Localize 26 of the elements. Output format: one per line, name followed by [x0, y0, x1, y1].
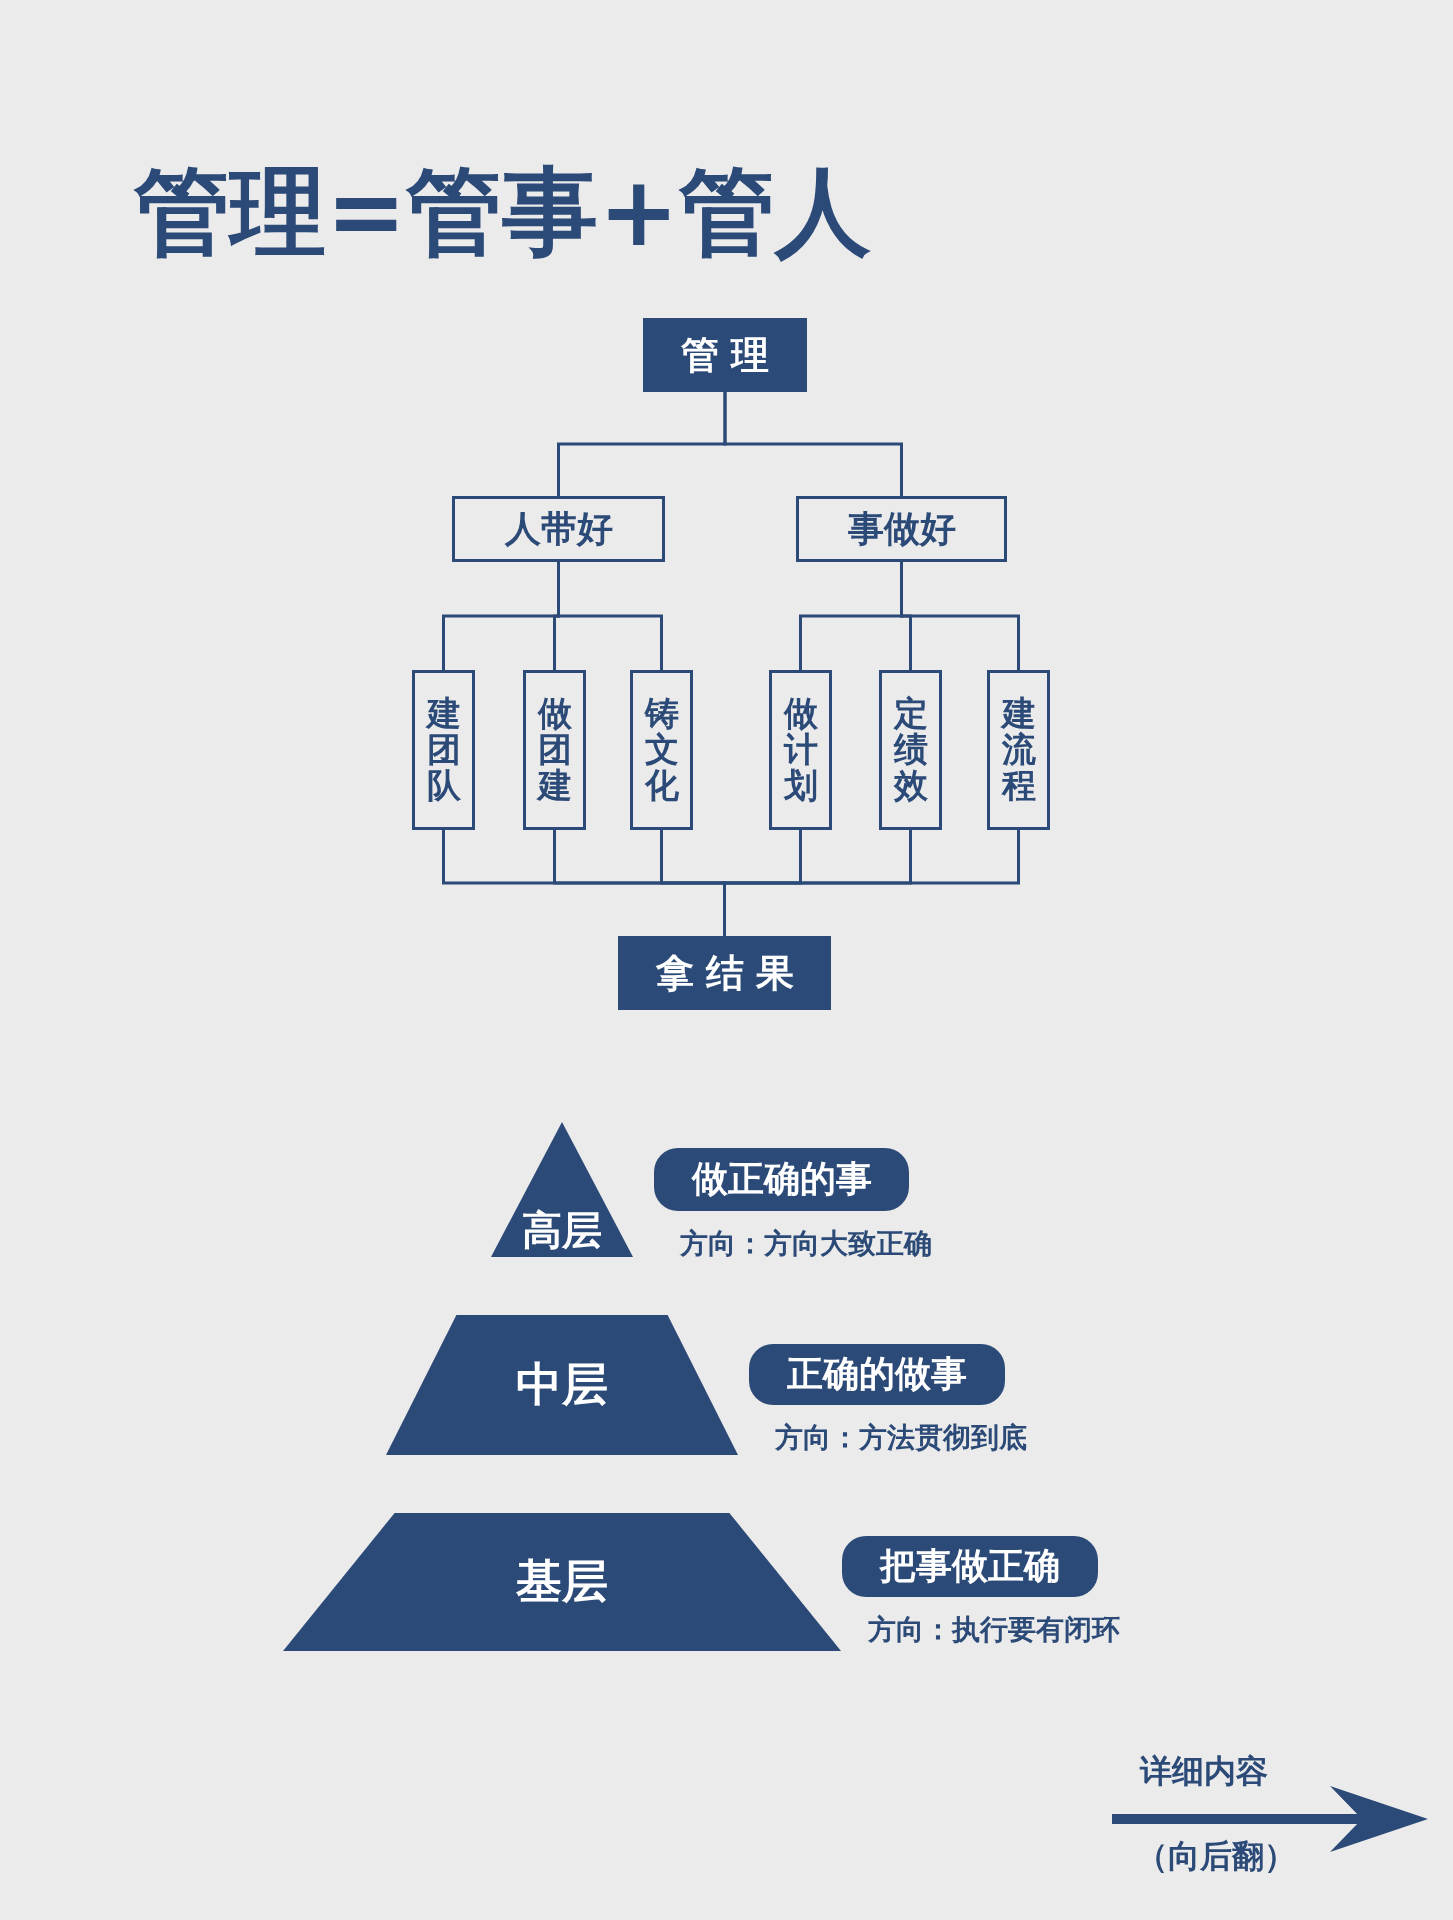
category-box: 人带好 [452, 496, 665, 562]
pyramid-tier: 中层 [386, 1315, 738, 1455]
connector-line [723, 392, 903, 496]
caption-text: 方向：方法贯彻到底 [775, 1420, 1027, 1456]
title-box: 管理 [643, 318, 807, 392]
category-box: 事做好 [796, 496, 1007, 562]
note-text: （向后翻） [1136, 1836, 1296, 1877]
connector-line [900, 562, 1020, 670]
pill-label: 做正确的事 [654, 1148, 909, 1211]
task-box: 定绩效 [879, 670, 942, 830]
pyramid-tier: 高层 [491, 1122, 633, 1257]
pill-label: 把事做正确 [842, 1536, 1098, 1597]
pyramid-tier: 基层 [283, 1513, 841, 1651]
connector-line [723, 830, 1020, 936]
caption-text: 方向：执行要有闭环 [868, 1612, 1120, 1648]
task-box: 铸文化 [630, 670, 693, 830]
connector-line [557, 562, 663, 670]
pill-label: 正确的做事 [749, 1344, 1005, 1405]
task-box: 做团建 [523, 670, 586, 830]
task-box: 建团队 [412, 670, 475, 830]
task-box: 做计划 [769, 670, 832, 830]
task-box: 建流程 [987, 670, 1050, 830]
main-title: 管理=管事+管人 [134, 160, 871, 266]
title-box: 拿结果 [618, 936, 831, 1010]
caption-text: 方向：方向大致正确 [680, 1226, 932, 1262]
note-text: 详细内容 [1140, 1751, 1268, 1792]
